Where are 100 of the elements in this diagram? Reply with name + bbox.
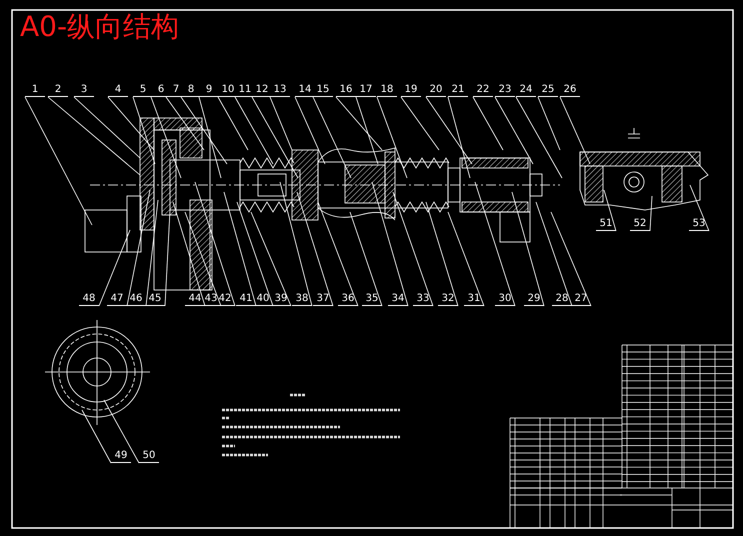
leader-line	[180, 96, 228, 164]
callout-number: 50	[139, 450, 159, 463]
leader-line	[426, 202, 458, 306]
leader-line	[448, 96, 470, 178]
leader-line	[356, 96, 378, 164]
callout-number: 9	[199, 84, 219, 97]
leader-line	[448, 212, 484, 306]
callout-number: 52	[630, 218, 650, 231]
callout-number: 10	[218, 84, 238, 97]
leader-line	[74, 96, 140, 158]
callout-number: 11	[235, 84, 255, 97]
leader-line	[392, 192, 434, 306]
callout-number: 49	[111, 450, 131, 463]
leader-line	[132, 96, 156, 164]
callout-number: 2	[48, 84, 68, 97]
leader-line	[48, 96, 140, 176]
callout-number: 51	[596, 218, 616, 231]
callout-number: 6	[151, 84, 171, 97]
leader-line	[312, 96, 352, 178]
leader-line	[538, 96, 560, 150]
leader-line	[24, 96, 92, 226]
leader-line	[164, 210, 170, 306]
leader-line	[250, 212, 292, 306]
callout-number: 12	[252, 84, 272, 97]
callout-number: 45	[145, 293, 165, 306]
callout-number: 15	[313, 84, 333, 97]
callout-number: 18	[377, 84, 397, 97]
callout-number: 7	[166, 84, 186, 97]
callout-number: 24	[516, 84, 536, 97]
leader-line	[336, 96, 382, 150]
callout-number: 14	[295, 84, 315, 97]
callout-number: 33	[413, 293, 433, 306]
leader-line	[146, 200, 158, 306]
callout-number: 16	[336, 84, 356, 97]
leader-line	[172, 202, 206, 306]
leader-line	[350, 212, 382, 306]
leader-line	[184, 212, 222, 306]
leader-line	[318, 202, 358, 306]
callout-number: 19	[401, 84, 421, 97]
callout-number: 46	[126, 293, 146, 306]
callout-number: 35	[362, 293, 382, 306]
leader-line	[270, 96, 292, 150]
leader-line	[98, 230, 130, 306]
callout-number: 8	[181, 84, 201, 97]
callout-number: 26	[560, 84, 580, 97]
leader-line	[236, 202, 274, 306]
callout-number: 31	[464, 293, 484, 306]
callout-number: 5	[133, 84, 153, 97]
callout-number: 36	[338, 293, 358, 306]
callout-number: 37	[313, 293, 333, 306]
callout-number: 1	[25, 84, 45, 97]
callout-number: 23	[495, 84, 515, 97]
leader-line	[224, 192, 256, 306]
callout-number: 42	[215, 293, 235, 306]
callout-number: 21	[448, 84, 468, 97]
callout-number: 4	[108, 84, 128, 97]
leader-line	[512, 192, 544, 306]
callout-number: 29	[524, 293, 544, 306]
callout-number: 22	[473, 84, 493, 97]
callout-number: 53	[689, 218, 709, 231]
leader-line	[296, 192, 334, 306]
callout-number: 20	[426, 84, 446, 97]
callout-number: 40	[253, 293, 273, 306]
leader-line	[604, 190, 616, 232]
leader-line	[252, 96, 298, 178]
callout-number: 34	[388, 293, 408, 306]
leader-line	[474, 182, 516, 306]
leader-line	[516, 96, 562, 178]
leader-line	[560, 96, 590, 164]
leader-line	[426, 96, 472, 164]
leader-line	[166, 96, 204, 150]
leader-line	[198, 96, 222, 178]
leader-line	[194, 182, 236, 306]
callout-number: 44	[185, 293, 205, 306]
leader-line	[400, 96, 440, 150]
leader-line	[280, 182, 312, 306]
callout-number: 13	[270, 84, 290, 97]
leader-line	[234, 96, 274, 164]
callout-number: 25	[538, 84, 558, 97]
leader-line	[650, 196, 652, 232]
callout-number: 47	[107, 293, 127, 306]
callout-number: 28	[552, 293, 572, 306]
leader-line	[218, 96, 248, 150]
callout-number: 39	[271, 293, 291, 306]
callout-number: 17	[356, 84, 376, 97]
drawing-title: A0-纵向结构	[20, 9, 180, 45]
leader-line	[82, 410, 112, 464]
leader-line	[494, 96, 534, 164]
callout-number: 38	[292, 293, 312, 306]
leader-line	[536, 202, 572, 306]
callout-number: 3	[74, 84, 94, 97]
leader-line	[550, 212, 592, 306]
leader-line	[104, 400, 140, 464]
callout-number: 41	[236, 293, 256, 306]
leader-line	[126, 190, 150, 306]
leader-line	[108, 96, 154, 150]
callout-number: 48	[79, 293, 99, 306]
callout-number: 30	[495, 293, 515, 306]
leader-line	[372, 182, 408, 306]
callout-number: 32	[438, 293, 458, 306]
